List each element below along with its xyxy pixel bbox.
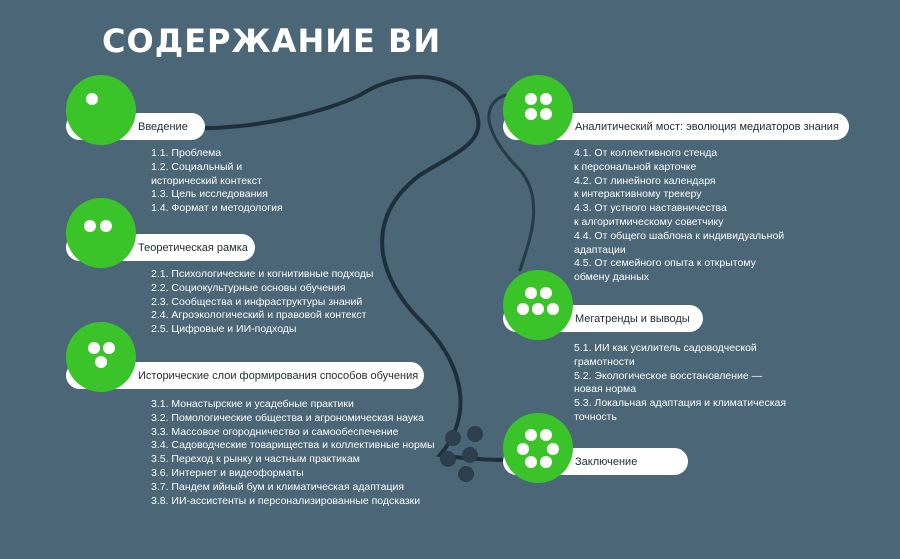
decor-dot <box>458 466 474 482</box>
section-heading-2-label: Теоретическая рамка <box>138 241 248 254</box>
section-heading-3-label: Исторические слои формирования способов … <box>138 369 419 382</box>
list-item: 3.7. Пандем ийный бум и климатическая ад… <box>151 480 405 493</box>
list-item: 2.4. Агроэкологический и правовой контек… <box>151 309 367 322</box>
list-item: 4.5. От семейного опыта к открытому обме… <box>574 257 756 284</box>
decor-dot <box>467 426 483 442</box>
list-item: 2.1. Психологические и когнитивные подхо… <box>151 268 374 280</box>
decor-dot <box>445 430 461 446</box>
decor-dot <box>462 447 478 463</box>
section-heading-5-label: Мегатренды и выводы <box>575 312 690 325</box>
section-2-icon <box>66 198 136 268</box>
list-item: 5.1. ИИ как усилитель садоводческой грам… <box>574 342 757 368</box>
section-1-icon <box>66 75 136 145</box>
section-6-icon <box>503 413 573 483</box>
list-item: 3.5. Переход к рынку и частным практикам <box>151 453 360 466</box>
list-item: 2.3. Сообщества и инфраструктуры знаний <box>151 295 363 308</box>
list-item: 4.1. От коллективного стенда к персональ… <box>574 147 718 173</box>
list-item: 5.2. Экологическое восстановление — нова… <box>574 369 763 396</box>
list-item: 2.2. Социокультурные основы обучения <box>151 281 346 294</box>
page-title: СОДЕРЖАНИЕ ВИ <box>102 22 442 60</box>
list-item: 1.2. Социальный и исторический контекст <box>151 160 262 187</box>
list-item: 4.3. От устного наставничества к алгорит… <box>574 202 727 228</box>
list-item: 3.8. ИИ-ассистенты и персонализированные… <box>151 494 421 507</box>
list-item: 4.4. От общего шаблона к индивидуальной … <box>574 229 785 256</box>
section-heading-4-label: Аналитический мост: эволюция медиаторов … <box>575 120 839 133</box>
section-3-icon <box>66 322 136 392</box>
list-item: 3.1. Монастырские и усадебные практики <box>151 398 354 410</box>
list-item: 1.3. Цель исследования <box>151 188 268 201</box>
list-item: 1.1. Проблема <box>151 147 222 159</box>
list-item: 5.3. Локальная адаптация и климатическая… <box>574 397 787 423</box>
section-3-list: 3.1. Монастырские и усадебные практики 3… <box>151 398 435 508</box>
list-item: 3.2. Помологические общества и агрономич… <box>151 411 424 424</box>
section-1-list: 1.1. Проблема 1.2. Социальный и историче… <box>151 147 283 216</box>
section-5-list: 5.1. ИИ как усилитель садоводческой грам… <box>574 342 786 425</box>
section-4-list: 4.1. От коллективного стенда к персональ… <box>574 147 784 285</box>
list-item: 3.6. Интернет и видеоформаты <box>151 466 304 479</box>
section-4-icon <box>503 75 573 145</box>
list-item: 1.4. Формат и методология <box>151 202 283 215</box>
list-item: 3.3. Массовое огородничество и самообесп… <box>151 425 399 438</box>
list-item: 2.5. Цифровые и ИИ-подходы <box>151 323 297 336</box>
list-item: 4.2. От линейного календаря к интерактив… <box>574 174 716 201</box>
list-item: 3.4. Садоводческие товарищества и коллек… <box>151 439 435 452</box>
section-5-icon <box>503 270 573 340</box>
section-heading-6-label: Заключение <box>575 455 638 468</box>
decor-dot <box>440 451 456 467</box>
section-heading-1-label: Введение <box>138 120 188 133</box>
section-2-list: 2.1. Психологические и когнитивные подхо… <box>151 268 373 337</box>
